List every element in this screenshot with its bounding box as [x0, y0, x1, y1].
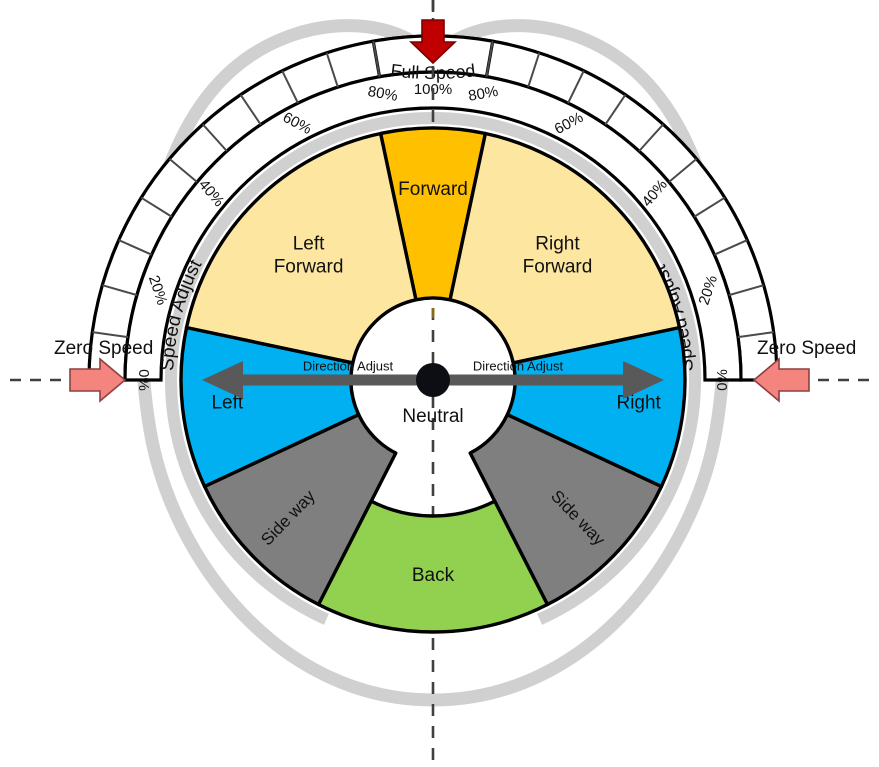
sector-shape[interactable] [505, 325, 687, 489]
neutral-pivot-dot[interactable] [416, 363, 450, 397]
scale-tick [168, 158, 198, 183]
scale-tick [239, 94, 262, 126]
sector-label-right: Right [616, 392, 661, 413]
scale-tick [728, 284, 764, 297]
direction-adjust-right-label: Direction Adjust [473, 358, 564, 373]
scale-tick [118, 239, 153, 256]
scale-tick [668, 158, 698, 183]
sector-label-forward: Forward [398, 179, 468, 200]
sector-shape[interactable] [468, 412, 664, 607]
sector-label-left: Left [211, 392, 243, 413]
scale-tick [567, 70, 585, 104]
right-arrow-icon [623, 361, 664, 399]
direction-adjust-left-label: Direction Adjust [303, 358, 394, 373]
sector-left-forward[interactable] [184, 131, 418, 365]
scale-tick [281, 70, 299, 104]
sector-shape[interactable] [448, 131, 682, 365]
sector-right[interactable] [505, 325, 687, 489]
sector-shape[interactable] [316, 499, 550, 634]
zero-speed-right-label: Zero Speed [757, 338, 856, 359]
zero-speed-left: Zero Speed [10, 338, 153, 403]
sector-label-back: Back [412, 565, 455, 586]
down-arrow-icon [409, 19, 457, 65]
scale-tick [527, 52, 541, 88]
scale-tick [693, 196, 726, 218]
full-speed-indicator [409, 0, 457, 65]
zero-speed-right: Zero Speed [752, 338, 869, 403]
outer-shell-outline [135, 19, 731, 707]
scale-tick [92, 331, 129, 339]
sector-shape[interactable] [184, 131, 418, 365]
sector-right-forward[interactable] [448, 131, 682, 365]
scale-percent-label: 80% [467, 83, 500, 105]
sector-sideway-left[interactable] [202, 412, 398, 607]
left-arrow-icon [752, 357, 810, 403]
sector-shape[interactable] [202, 412, 398, 607]
scale-tick [102, 284, 138, 297]
right-arrow-icon [69, 357, 127, 403]
zero-speed-left-label: Zero Speed [54, 338, 153, 359]
scale-tick [140, 196, 173, 218]
scale-tick [713, 239, 748, 256]
scale-tick [737, 331, 774, 339]
scale-tick [638, 123, 664, 152]
left-arrow-icon [202, 361, 243, 399]
scale-tick [604, 94, 627, 126]
scale-tick [202, 123, 228, 152]
scale-percent-label: 0% [135, 369, 152, 391]
scale-tick [372, 41, 381, 77]
scale-tick [325, 52, 339, 88]
sector-back[interactable] [316, 499, 550, 634]
speed-scale-ring[interactable]: Full Speed0%20%40%60%80%100%80%60%40%20%… [87, 34, 779, 391]
scale-percent-label: 0% [714, 369, 731, 391]
shell-path [135, 19, 731, 707]
sector-sideway-right[interactable] [468, 412, 664, 607]
scale-percent-label: 80% [366, 83, 399, 105]
neutral-label: Neutral [402, 406, 463, 427]
scale-tick [485, 41, 494, 77]
